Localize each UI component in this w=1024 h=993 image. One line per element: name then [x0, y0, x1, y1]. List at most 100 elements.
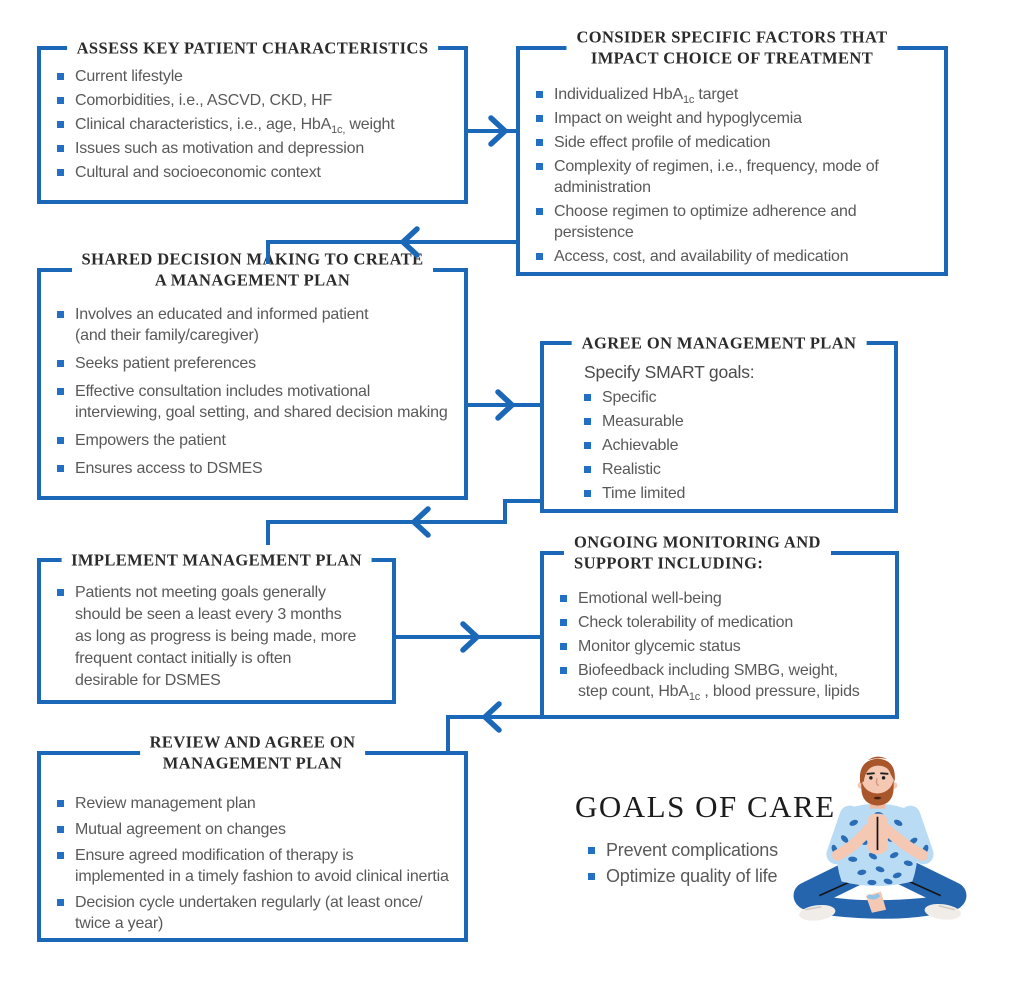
- bullet-list: Specific Measurable Achievable Realistic…: [584, 387, 890, 504]
- bullet-square-icon: [536, 253, 543, 260]
- list-item: Current lifestyle: [57, 66, 460, 87]
- bullet-square-icon: [560, 619, 567, 626]
- box-agree-on-management-plan: AGREE ON MANAGEMENT PLAN Specify SMART g…: [540, 332, 898, 513]
- bullet-square-icon: [588, 847, 595, 854]
- bullet-square-icon: [57, 826, 64, 833]
- list-item: Complexity of regimen, i.e., frequency, …: [536, 156, 940, 198]
- bullet-square-icon: [57, 360, 64, 367]
- list-item: Prevent complications: [588, 839, 778, 862]
- list-item: Issues such as motivation and depression: [57, 138, 460, 159]
- box-title: ONGOING MONITORING AND SUPPORT INCLUDING…: [564, 531, 831, 575]
- box-ongoing-monitoring-support: ONGOING MONITORING AND SUPPORT INCLUDING…: [540, 531, 899, 719]
- list-item: Decision cycle undertaken regularly (at …: [57, 892, 464, 934]
- list-item: Monitor glycemic status: [560, 636, 893, 657]
- list-item: Check tolerability of medication: [560, 612, 893, 633]
- list-item: Achievable: [584, 435, 890, 456]
- bullet-square-icon: [584, 418, 591, 425]
- list-item: Ensures access to DSMES: [57, 458, 464, 479]
- bullet-square-icon: [536, 163, 543, 170]
- bullet-square-icon: [57, 121, 64, 128]
- list-item: Patients not meeting goals generally sho…: [57, 582, 388, 692]
- list-item: Seeks patient preferences: [57, 353, 464, 374]
- bullet-list: Individualized HbA1c target Impact on we…: [536, 84, 940, 267]
- box-implement-management-plan: IMPLEMENT MANAGEMENT PLAN Patients not m…: [37, 549, 396, 704]
- list-item: Mutual agreement on changes: [57, 819, 464, 840]
- box-content: Specify SMART goals: Specific Measurable…: [544, 345, 894, 504]
- list-item: Biofeedback including SMBG, weight, step…: [560, 660, 893, 703]
- bullet-list: Current lifestyle Comorbidities, i.e., A…: [57, 66, 460, 183]
- bullet-square-icon: [560, 643, 567, 650]
- arrowhead-right-icon: [460, 621, 480, 653]
- list-item: Empowers the patient: [57, 430, 464, 451]
- box-content: Patients not meeting goals generally sho…: [41, 562, 392, 692]
- box-title: IMPLEMENT MANAGEMENT PLAN: [61, 549, 372, 571]
- bullet-square-icon: [57, 589, 64, 596]
- bullet-square-icon: [588, 873, 595, 880]
- bullet-square-icon: [57, 169, 64, 176]
- arrowhead-left-icon: [482, 701, 502, 733]
- list-item: Involves an educated and informed patien…: [57, 304, 464, 346]
- bullet-square-icon: [560, 667, 567, 674]
- arrowhead-right-icon: [488, 115, 508, 147]
- bullet-square-icon: [536, 139, 543, 146]
- bullet-square-icon: [57, 465, 64, 472]
- box-content: Individualized HbA1c target Impact on we…: [520, 50, 944, 267]
- list-item: Review management plan: [57, 793, 464, 814]
- bullet-square-icon: [57, 899, 64, 906]
- list-item: Access, cost, and availability of medica…: [536, 246, 940, 267]
- list-item: Specific: [584, 387, 890, 408]
- bullet-square-icon: [57, 800, 64, 807]
- bullet-square-icon: [584, 490, 591, 497]
- bullet-square-icon: [584, 442, 591, 449]
- list-item: Impact on weight and hypoglycemia: [536, 108, 940, 129]
- connector-agree-to-implement: [266, 499, 540, 545]
- smart-goals-intro: Specify SMART goals:: [584, 362, 755, 382]
- bullet-square-icon: [57, 73, 64, 80]
- bullet-list: Emotional well-being Check tolerability …: [560, 588, 893, 703]
- bullet-square-icon: [536, 208, 543, 215]
- box-title: AGREE ON MANAGEMENT PLAN: [571, 332, 867, 354]
- bullet-square-icon: [57, 97, 64, 104]
- connector-ongoing-to-review: [446, 715, 540, 753]
- goals-of-care-heading: GOALS OF CARE: [575, 789, 836, 824]
- list-item: Realistic: [584, 459, 890, 480]
- bullet-square-icon: [536, 115, 543, 122]
- list-item: Emotional well-being: [560, 588, 893, 609]
- arrowhead-left-icon: [411, 506, 431, 538]
- bullet-list: Involves an educated and informed patien…: [57, 304, 464, 479]
- box-review-and-agree: REVIEW AND AGREE ON MANAGEMENT PLAN Revi…: [37, 731, 468, 942]
- list-item: Effective consultation includes motivati…: [57, 381, 464, 423]
- goals-of-care-list: Prevent complications Optimize quality o…: [588, 839, 778, 891]
- box-title: ASSESS KEY PATIENT CHARACTERISTICS: [66, 37, 439, 59]
- box-content: Current lifestyle Comorbidities, i.e., A…: [41, 50, 464, 183]
- bullet-square-icon: [57, 852, 64, 859]
- list-item: Optimize quality of life: [588, 865, 778, 888]
- list-item: Ensure agreed modification of therapy is…: [57, 845, 464, 887]
- bullet-square-icon: [57, 145, 64, 152]
- list-item: Choose regimen to optimize adherence and…: [536, 201, 940, 243]
- bullet-list: Patients not meeting goals generally sho…: [57, 582, 388, 692]
- bullet-square-icon: [57, 388, 64, 395]
- list-item: Measurable: [584, 411, 890, 432]
- arrowhead-right-icon: [495, 389, 515, 421]
- bullet-list: Review management plan Mutual agreement …: [57, 793, 464, 934]
- list-item: Cultural and socioeconomic context: [57, 162, 460, 183]
- list-item: Side effect profile of medication: [536, 132, 940, 153]
- box-title: CONSIDER SPECIFIC FACTORS THAT IMPACT CH…: [566, 26, 898, 70]
- bullet-square-icon: [560, 595, 567, 602]
- list-item: Comorbidities, i.e., ASCVD, CKD, HF: [57, 90, 460, 111]
- box-title: REVIEW AND AGREE ON MANAGEMENT PLAN: [139, 731, 366, 775]
- box-content: Review management plan Mutual agreement …: [41, 755, 464, 934]
- bullet-square-icon: [584, 466, 591, 473]
- meditating-man-illustration: [793, 756, 967, 921]
- bullet-square-icon: [584, 394, 591, 401]
- box-content: Emotional well-being Check tolerability …: [544, 555, 895, 703]
- box-consider-specific-factors: CONSIDER SPECIFIC FACTORS THAT IMPACT CH…: [516, 26, 948, 276]
- bullet-square-icon: [57, 311, 64, 318]
- list-item: Clinical characteristics, i.e., age, HbA…: [57, 114, 460, 136]
- box-content: Involves an educated and informed patien…: [41, 272, 464, 479]
- box-shared-decision-making: SHARED DECISION MAKING TO CREATE A MANAG…: [37, 248, 468, 500]
- list-item: Time limited: [584, 483, 890, 504]
- bullet-square-icon: [57, 437, 64, 444]
